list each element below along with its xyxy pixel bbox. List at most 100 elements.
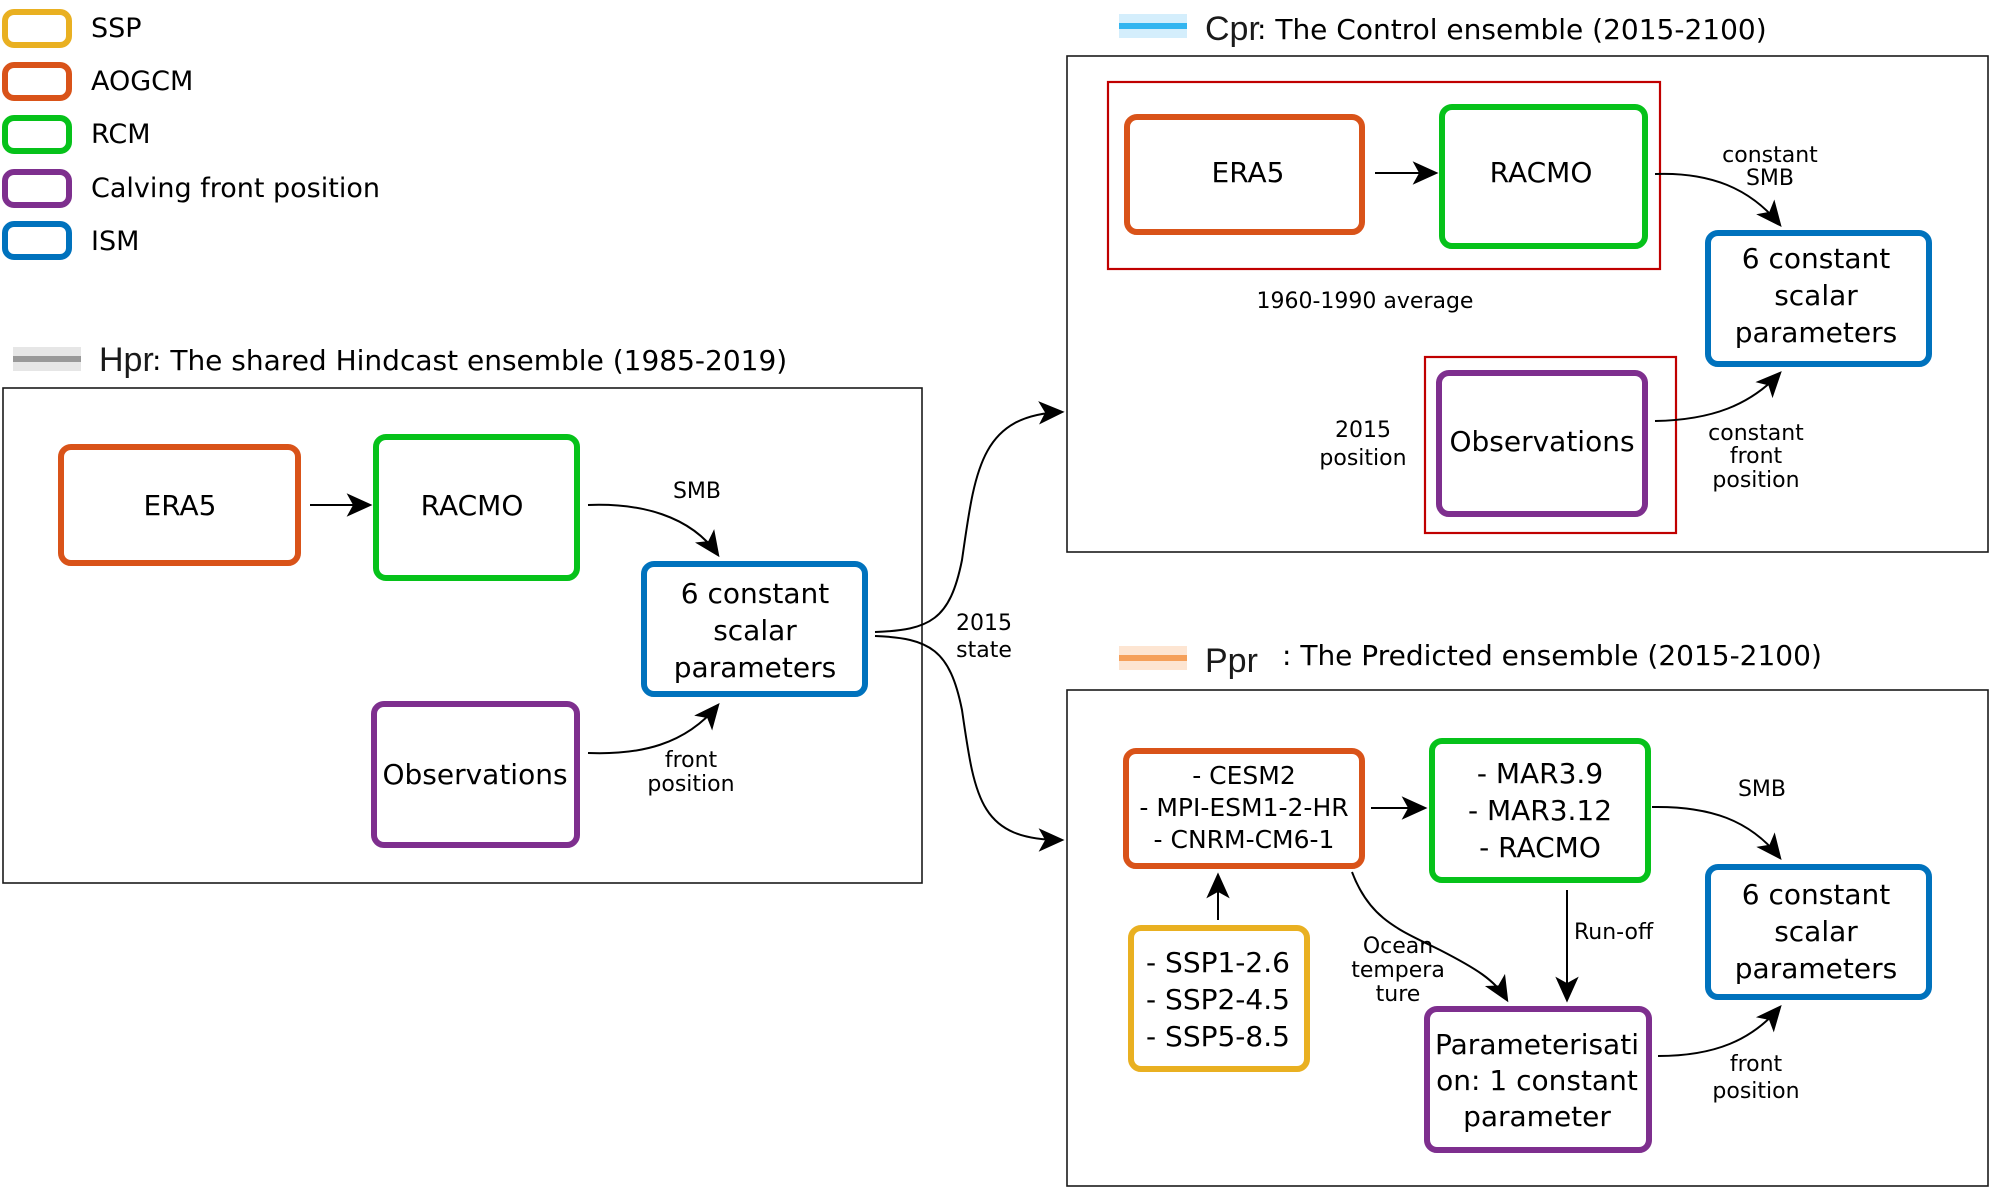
legend-item-ism: ISM bbox=[2, 221, 139, 260]
control-era5-node[interactable] bbox=[1124, 114, 1365, 235]
predicted-ocean-label-1: Ocean bbox=[1363, 934, 1433, 959]
predicted-param-label-1: Parameterisati bbox=[1435, 1028, 1639, 1061]
predicted-ism-label-2: scalar bbox=[1774, 915, 1858, 948]
legend-label-ism: ISM bbox=[91, 226, 139, 257]
control-header: Cpr : The Control ensemble (2015-2100) bbox=[1119, 10, 1767, 48]
legend-label-ssp: SSP bbox=[91, 13, 142, 44]
transition: 2015 state bbox=[874, 401, 1065, 852]
hindcast-frame bbox=[2, 387, 923, 884]
control-racmo-node[interactable] bbox=[1439, 104, 1648, 249]
predicted-aogcm-label-2: - MPI-ESM1-2-HR bbox=[1139, 793, 1348, 822]
control-smb-label-1: constant bbox=[1722, 143, 1818, 168]
hindcast-title: : The shared Hindcast ensemble (1985-201… bbox=[152, 344, 787, 377]
legend: SSP AOGCM RCM Calving front position ISM bbox=[2, 9, 380, 260]
legend-label-aogcm: AOGCM bbox=[91, 66, 193, 97]
predicted-ism-label-3: parameters bbox=[1735, 952, 1897, 985]
control-position-note-2: position bbox=[1319, 446, 1406, 471]
predicted-frame bbox=[1066, 689, 1989, 1187]
predicted-rcm-label-2: - MAR3.12 bbox=[1468, 794, 1612, 827]
predicted-line-icon bbox=[1119, 646, 1187, 670]
predicted-ocean-arrow bbox=[1351, 871, 1509, 1003]
hindcast-ism-label-1: 6 constant bbox=[681, 577, 829, 610]
predicted-ism-label-1: 6 constant bbox=[1742, 878, 1890, 911]
control-obs-highlight bbox=[1423, 355, 1678, 535]
control-obs-node[interactable] bbox=[1436, 370, 1648, 517]
hindcast-racmo-label: RACMO bbox=[421, 489, 524, 522]
control-ism-label-2: scalar bbox=[1774, 279, 1858, 312]
control-average-note: 1960-1990 average bbox=[1257, 289, 1474, 314]
hindcast-header: Hpr : The shared Hindcast ensemble (1985… bbox=[13, 341, 787, 379]
predicted-ssp-label-3: - SSP5-8.5 bbox=[1146, 1020, 1290, 1053]
hindcast-obs-label: Observations bbox=[382, 758, 567, 791]
predicted-rcm-label-1: - MAR3.9 bbox=[1477, 757, 1603, 790]
legend-label-calving: Calving front position bbox=[91, 173, 380, 204]
predicted-front-label-1: front bbox=[1730, 1052, 1783, 1077]
legend-item-calving: Calving front position bbox=[2, 169, 380, 208]
legend-item-rcm: RCM bbox=[2, 115, 151, 154]
hindcast-era5-label: ERA5 bbox=[144, 489, 217, 522]
predicted-param-node[interactable] bbox=[1424, 1006, 1652, 1153]
predicted-param-label-2: on: 1 constant bbox=[1436, 1064, 1638, 1097]
hindcast-ism-label-2: scalar bbox=[713, 614, 797, 647]
predicted-runoff-label: Run-off bbox=[1574, 920, 1654, 945]
predicted-rcm-node[interactable] bbox=[1429, 738, 1651, 883]
hindcast-smb-arrow bbox=[587, 503, 720, 558]
control-position-note-1: 2015 bbox=[1335, 418, 1391, 443]
control-ism-label-3: parameters bbox=[1735, 316, 1897, 349]
legend-item-ssp: SSP bbox=[2, 9, 142, 48]
control-panel: Cpr : The Control ensemble (2015-2100) E… bbox=[1066, 10, 1989, 553]
hindcast-ism-label-3: parameters bbox=[674, 651, 836, 684]
ism-swatch-icon bbox=[2, 221, 72, 260]
hindcast-ism-node[interactable] bbox=[641, 561, 868, 697]
hindcast-era5-node[interactable] bbox=[58, 444, 301, 566]
hindcast-front-arrow bbox=[587, 702, 720, 755]
control-smb-label-2: SMB bbox=[1746, 166, 1794, 191]
control-front-label-1: constant bbox=[1708, 421, 1804, 446]
rcm-swatch-icon bbox=[2, 115, 72, 154]
predicted-rcm-label-3: - RACMO bbox=[1479, 831, 1601, 864]
hindcast-smb-label: SMB bbox=[673, 479, 721, 504]
predicted-header: Ppr : The Predicted ensemble (2015-2100) bbox=[1119, 639, 1822, 680]
hindcast-line-icon bbox=[13, 347, 81, 371]
control-front-arrow bbox=[1654, 371, 1782, 422]
control-ism-label-1: 6 constant bbox=[1742, 242, 1890, 275]
hindcast-racmo-node[interactable] bbox=[373, 434, 580, 581]
predicted-ism-node[interactable] bbox=[1705, 864, 1932, 1000]
predicted-panel: Ppr : The Predicted ensemble (2015-2100)… bbox=[1066, 639, 1989, 1187]
predicted-code: Ppr bbox=[1205, 642, 1258, 680]
predicted-ocean-label-3: ture bbox=[1376, 982, 1421, 1007]
control-code: Cpr bbox=[1205, 10, 1260, 48]
predicted-front-arrow bbox=[1657, 1005, 1782, 1057]
predicted-ssp-node[interactable] bbox=[1128, 925, 1310, 1072]
legend-item-aogcm: AOGCM bbox=[2, 62, 193, 101]
predicted-smb-arrow bbox=[1651, 805, 1782, 861]
control-forcing-highlight bbox=[1106, 80, 1662, 271]
predicted-ocean-label-2: tempera bbox=[1351, 958, 1445, 983]
predicted-ssp-label-2: - SSP2-4.5 bbox=[1146, 983, 1290, 1016]
hindcast-panel: Hpr : The shared Hindcast ensemble (1985… bbox=[2, 341, 923, 884]
hindcast-front-label-2: position bbox=[647, 772, 734, 797]
control-title: : The Control ensemble (2015-2100) bbox=[1257, 13, 1767, 46]
hindcast-code: Hpr bbox=[99, 341, 154, 379]
hindcast-obs-node[interactable] bbox=[371, 701, 580, 848]
to-control-arrow bbox=[874, 401, 1065, 633]
control-frame bbox=[1066, 55, 1989, 553]
control-ism-node[interactable] bbox=[1705, 230, 1932, 367]
control-front-label-2: front bbox=[1730, 444, 1783, 469]
predicted-front-label-2: position bbox=[1712, 1079, 1799, 1104]
ssp-swatch-icon bbox=[2, 9, 72, 48]
transition-label-2: state bbox=[956, 638, 1012, 663]
control-line-icon bbox=[1119, 14, 1187, 38]
control-era5-label: ERA5 bbox=[1212, 156, 1285, 189]
control-front-label-3: position bbox=[1712, 468, 1799, 493]
to-predicted-arrow bbox=[874, 635, 1065, 852]
predicted-aogcm-node[interactable] bbox=[1123, 748, 1365, 869]
predicted-param-label-3: parameter bbox=[1463, 1100, 1611, 1133]
predicted-title: : The Predicted ensemble (2015-2100) bbox=[1282, 639, 1822, 672]
predicted-aogcm-label-1: - CESM2 bbox=[1192, 761, 1296, 790]
control-obs-label: Observations bbox=[1449, 425, 1634, 458]
transition-label-1: 2015 bbox=[956, 611, 1012, 636]
aogcm-swatch-icon bbox=[2, 62, 72, 101]
hindcast-front-label-1: front bbox=[665, 748, 718, 773]
